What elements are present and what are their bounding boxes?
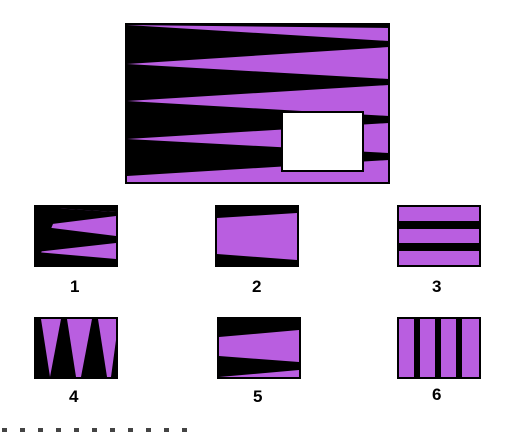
option-2-label: 2 bbox=[252, 277, 261, 296]
option-1-tile[interactable] bbox=[34, 205, 118, 267]
option-6-label: 6 bbox=[432, 385, 441, 404]
option-5-tile[interactable] bbox=[217, 317, 301, 379]
main-pattern bbox=[125, 23, 390, 184]
option-4-tile[interactable] bbox=[34, 317, 118, 379]
option-3-tile[interactable] bbox=[397, 205, 481, 267]
option-1-label: 1 bbox=[70, 277, 79, 296]
option-3-label: 3 bbox=[432, 277, 441, 296]
bottom-edge-dots bbox=[2, 428, 187, 432]
option-2-tile[interactable] bbox=[215, 205, 299, 267]
option-5-label: 5 bbox=[253, 387, 262, 406]
option-4-label: 4 bbox=[69, 387, 79, 406]
missing-piece-slot bbox=[281, 111, 364, 172]
option-6-tile[interactable] bbox=[397, 317, 481, 379]
